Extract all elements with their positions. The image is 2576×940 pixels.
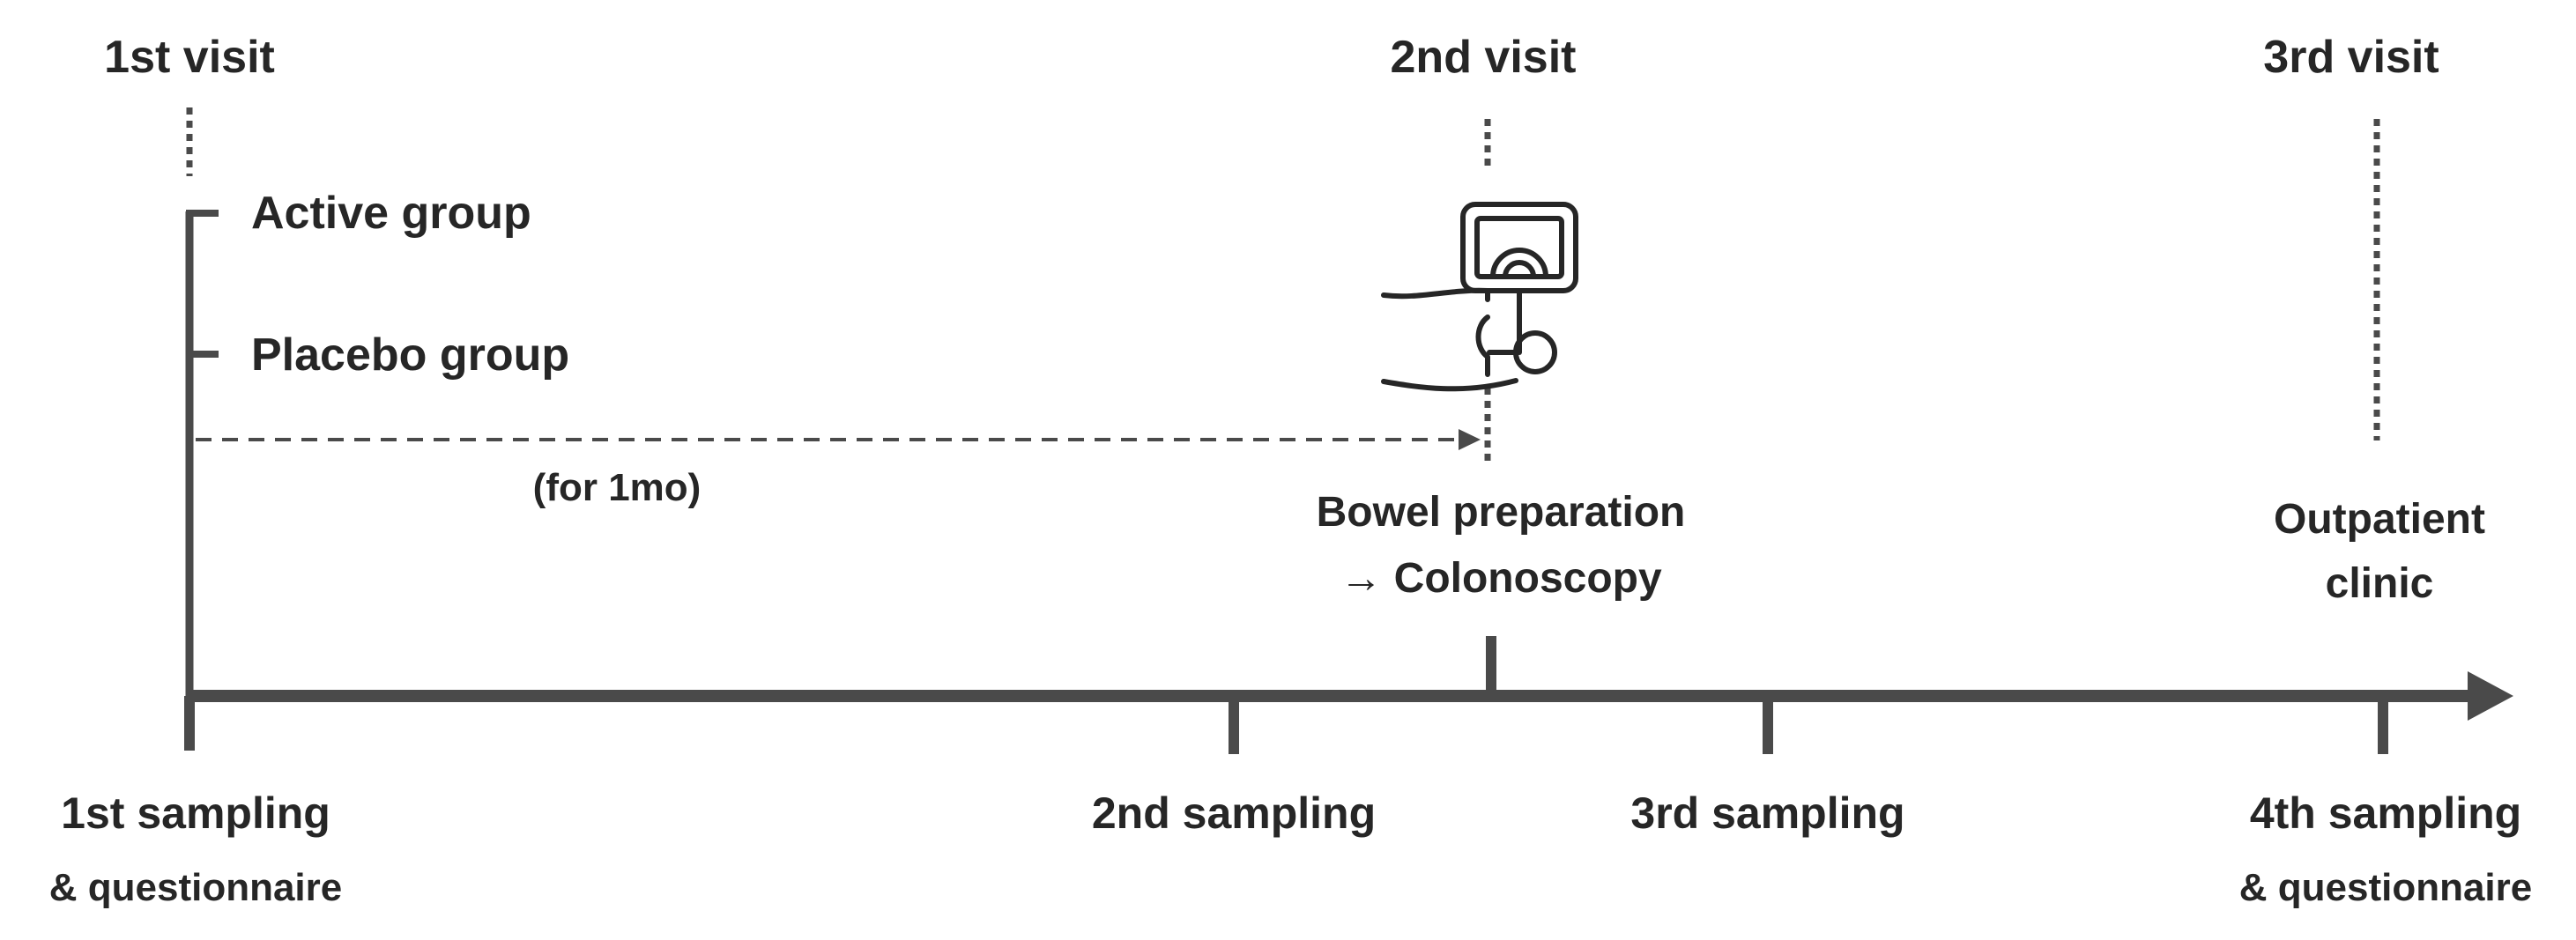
- timeline-axis-arrowhead: [2468, 671, 2513, 721]
- sampling-label-1-line-2: & questionnaire: [49, 866, 343, 909]
- colonoscope-icon: [1381, 202, 1578, 392]
- sampling-label-4-line-1: 4th sampling: [2250, 788, 2521, 838]
- group-label-active: Active group: [251, 188, 531, 239]
- sampling-label-3: 3rd sampling: [1630, 788, 1904, 838]
- group-label-placebo: Placebo group: [251, 329, 569, 381]
- visit-label-3: 3rd visit: [2263, 32, 2439, 83]
- visit-3-activity-line-1: Outpatient: [2274, 496, 2485, 543]
- sampling-label-1-line-1: 1st sampling: [61, 788, 330, 838]
- visit-label-1: 1st visit: [104, 32, 275, 83]
- duration-label: (for 1mo): [533, 466, 702, 509]
- sampling-label-4-line-2: & questionnaire: [2239, 866, 2533, 909]
- visit-label-2: 2nd visit: [1391, 32, 1577, 83]
- duration-dashed-arrow-head: [1459, 429, 1481, 450]
- sampling-label-2: 2nd sampling: [1092, 788, 1376, 838]
- visit-3-activity-line-2: clinic: [2326, 560, 2434, 607]
- visit-2-activity-line-2: → Colonoscopy: [1340, 555, 1662, 602]
- visit-2-activity-line-1: Bowel preparation: [1317, 489, 1686, 536]
